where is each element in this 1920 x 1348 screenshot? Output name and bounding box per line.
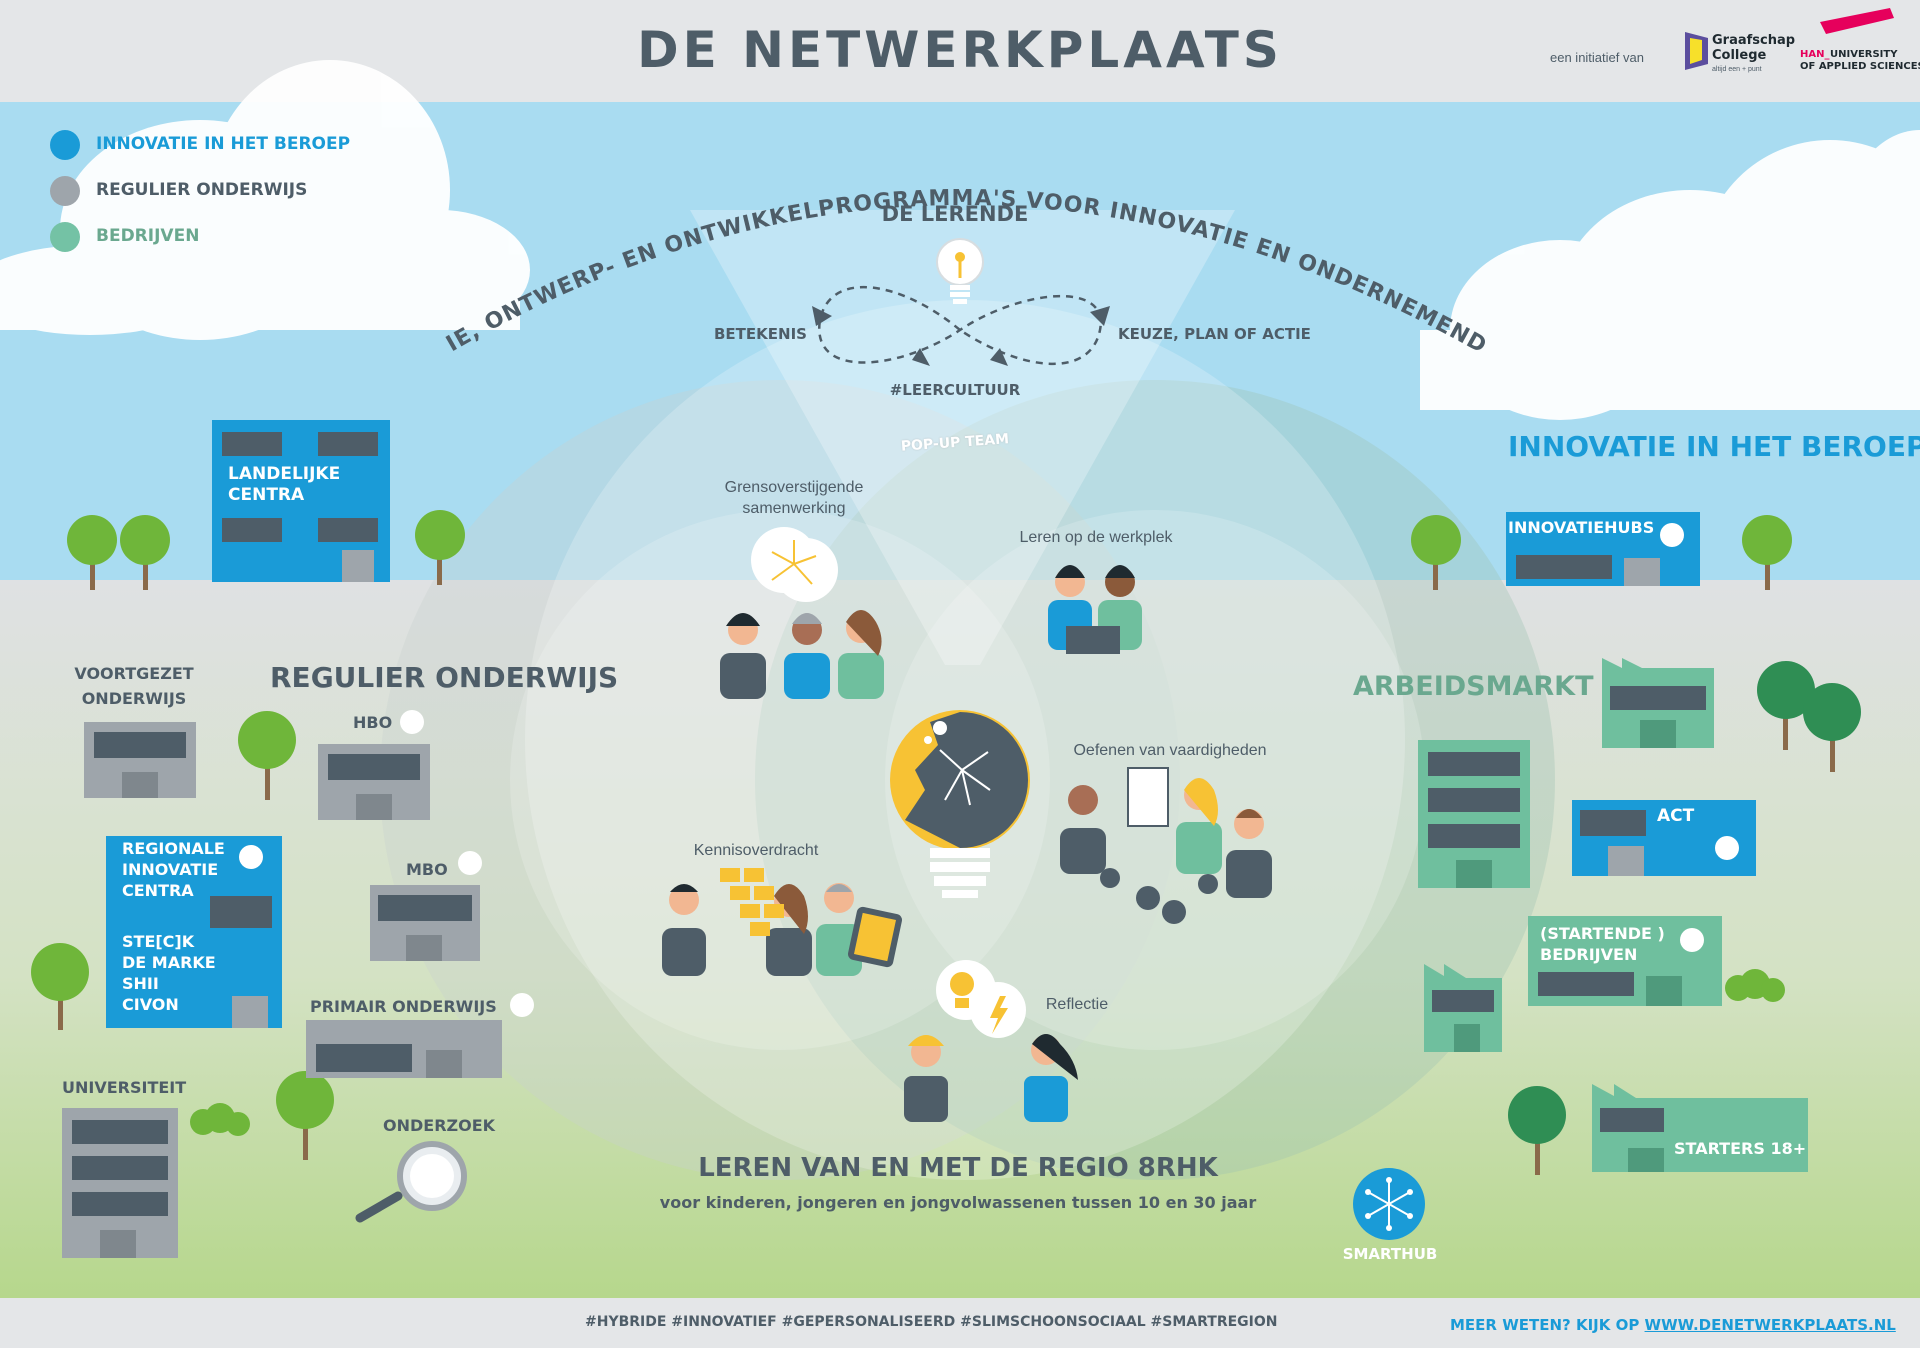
act-label: ACT [1657, 806, 1695, 826]
legend-item: REGULIER ONDERWIJS [50, 176, 307, 206]
legend-label: REGULIER ONDERWIJS [96, 180, 308, 201]
buildings-right [1418, 512, 1808, 1172]
footer-more-info: MEER WETEN? KIJK OP WWW.DENETWERKPLAATS.… [1450, 1315, 1896, 1334]
partner2-prefix: HAN_ [1800, 49, 1830, 60]
magnifier-icon [355, 1141, 467, 1223]
legend-label: INNOVATIE IN HET BEROEP [96, 134, 351, 155]
learner-label: DE LERENDE [881, 202, 1029, 226]
regional-item: CIVON [122, 995, 179, 1014]
smarthub-icon [1353, 1168, 1425, 1240]
research-label: ONDERZOEK [383, 1116, 496, 1135]
website-link[interactable]: WWW.DENETWERKPLAATS.NL [1644, 1316, 1896, 1334]
labour-market-title: ARBEIDSMARKT [1353, 671, 1594, 702]
footer-more-prefix: MEER WETEN? KIJK OP [1450, 1316, 1645, 1334]
light-beam [690, 210, 1235, 665]
workplace-label: Leren op de werkplek [1019, 529, 1173, 546]
regional-centers-line1: REGIONALE [122, 839, 225, 858]
regional-centers-line2: INNOVATIE [122, 860, 219, 879]
collab-label-line1: Grensoverstijgende [724, 479, 864, 496]
clouds [0, 60, 1920, 420]
skills-label: Oefenen van vaardigheden [1073, 742, 1267, 759]
bushes [190, 969, 1785, 1136]
national-centers-line2: CENTRA [228, 485, 305, 505]
han-logo [1820, 8, 1894, 34]
main-region-title: LEREN VAN EN MET DE REGIO 8RHK [698, 1153, 1218, 1183]
startups-line1: (STARTENDE ) [1540, 924, 1665, 943]
regional-item: SHII [122, 974, 159, 993]
graafschap-logo [1685, 32, 1708, 70]
partner2-name-line1: UNIVERSITY [1830, 49, 1898, 60]
bubble-lightbulb-icon [950, 972, 1008, 1034]
footer-hashtags: #HYBRIDE #INNOVATIEF #GEPERSONALISEERD #… [585, 1314, 1278, 1330]
startups-line2: BEDRIJVEN [1540, 945, 1638, 964]
starters-label: STARTERS 18+ [1674, 1139, 1807, 1158]
right-section-title: INNOVATIE IN HET BEROEP [1508, 430, 1920, 463]
regional-item: DE MARKE [122, 953, 216, 972]
legend-swatch-blue [50, 130, 80, 160]
meaning-label: BETEKENIS [714, 325, 807, 343]
knowledge-label: Kennisoverdracht [693, 842, 819, 859]
partner1-name-line2: College [1712, 48, 1767, 63]
gear-chain [1100, 868, 1218, 924]
primary-ed-label: PRIMAIR ONDERWIJS [310, 997, 497, 1016]
network-icon [771, 540, 817, 585]
people [662, 565, 1272, 1122]
collab-label-line2: samenwerking [742, 500, 846, 517]
smarthub-label: SMARTHUB [1342, 1245, 1438, 1263]
choice-label: KEUZE, PLAN OF ACTIE [1118, 325, 1311, 343]
secondary-ed-line2: ONDERWIJS [81, 689, 187, 708]
legend-swatch-grey [50, 176, 80, 206]
university-label: UNIVERSITEIT [62, 1078, 187, 1097]
page-title: DE NETWERKPLAATS [637, 21, 1283, 79]
legend-item: INNOVATIE IN HET BEROEP [50, 130, 350, 160]
trees [31, 510, 1861, 1175]
partner1-tagline: altijd een + punt [1712, 66, 1762, 73]
big-lightbulb-icon [890, 710, 1030, 898]
hubs-label: INNOVATIEHUBS [1508, 518, 1655, 537]
small-lightbulb-icon [936, 238, 984, 304]
legend-swatch-green [50, 222, 80, 252]
national-centers-line1: LANDELIJKE [228, 464, 341, 484]
infinity-loop [818, 285, 1102, 365]
footer-band [0, 1298, 1920, 1348]
initiative-label: een initiatief van [1550, 50, 1644, 65]
culture-hashtag: #LEERCULTUUR [889, 381, 1021, 399]
left-section-title: REGULIER ONDERWIJS [270, 661, 619, 694]
partner2-name-line2: OF APPLIED SCIENCES [1800, 61, 1920, 72]
regional-centers-line3: CENTRA [122, 881, 194, 900]
mbo-label: MBO [406, 860, 448, 879]
reflection-label: Reflectie [1045, 996, 1109, 1013]
legend-item: BEDRIJVEN [50, 222, 199, 252]
loop-arrows [812, 306, 1110, 366]
hbo-label: HBO [353, 713, 393, 732]
secondary-ed-line1: VOORTGEZET [74, 664, 194, 683]
legend-label: BEDRIJVEN [96, 226, 200, 247]
regional-item: STE[C]K [122, 932, 195, 951]
partner1-name-line1: Graafschap [1712, 33, 1796, 48]
main-region-subtitle: voor kinderen, jongeren en jongvolwassen… [659, 1193, 1257, 1212]
